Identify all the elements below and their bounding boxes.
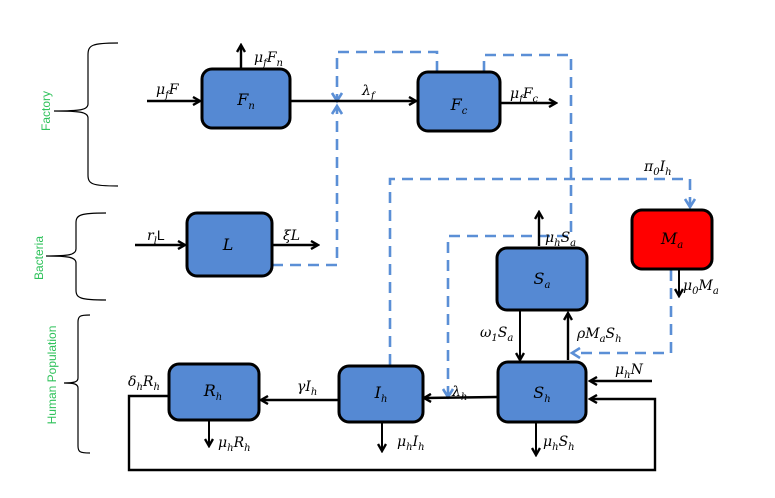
box-Sa	[495, 246, 589, 312]
group-label-factory: Factory	[39, 91, 53, 131]
box-Ma	[630, 208, 714, 271]
rate-mufFc: μfFc	[510, 86, 539, 105]
rate-muSa: μhSa	[545, 230, 576, 249]
box-Fn	[200, 67, 292, 130]
rate-rhoMaSh: ρMaSh	[576, 326, 622, 345]
rate-omegaSa: ω1Sa	[480, 325, 513, 344]
bacteria-brace	[45, 212, 107, 301]
arrow-sh-to-ih	[424, 397, 498, 398]
rate-pi0Ih: π0Ih	[643, 159, 672, 178]
rate-muRh: μhRh	[218, 435, 251, 454]
rate-lambdah: λh	[451, 384, 467, 403]
box-Sh	[496, 360, 588, 424]
influence-line-l-to-lambdaf	[272, 106, 337, 267]
box-L	[185, 211, 274, 278]
label-Sa: Sa	[534, 269, 551, 291]
rate-mufFn: μfFn	[254, 50, 283, 69]
rate-gammaIh: γIh	[297, 379, 317, 398]
influence-line-fc-to-lambdaf	[337, 50, 439, 101]
human-brace	[63, 314, 91, 454]
rate-xiL: ξL	[283, 228, 300, 244]
influence-line-ih-to-ma	[388, 177, 690, 365]
label-Ma: Ma	[660, 229, 683, 251]
rate-muSh: μhSh	[543, 434, 575, 453]
influence-line-fc-to-lambdah	[448, 53, 573, 397]
group-label-bacteria: Bacteria	[32, 236, 46, 280]
box-Fc	[416, 70, 502, 133]
rate-muIh: μhIh	[397, 434, 425, 453]
label-Rh: Rh	[203, 381, 223, 403]
rate-muN: μhN	[615, 362, 644, 381]
arrow-recovery-loop	[127, 396, 657, 472]
rate-rlL: rlL	[147, 227, 165, 247]
label-Sh: Sh	[533, 383, 550, 405]
rate-mu0Ma: μ0Ma	[683, 278, 719, 297]
label-L: L	[222, 235, 234, 254]
label-Fn: Fn	[236, 90, 255, 112]
rate-deltaRh: δhRh	[128, 374, 160, 393]
group-label-human: Human Population	[45, 326, 59, 425]
influence-line-ma-to-rho	[572, 270, 673, 353]
label-Fc: Fc	[450, 95, 468, 117]
box-Rh	[167, 362, 261, 422]
rate-lambdaf: λf	[361, 83, 377, 102]
box-Ih	[337, 364, 425, 424]
factory-brace	[53, 42, 119, 187]
label-Ih: Ih	[374, 383, 388, 405]
rate-mufF: μfF	[156, 82, 180, 101]
